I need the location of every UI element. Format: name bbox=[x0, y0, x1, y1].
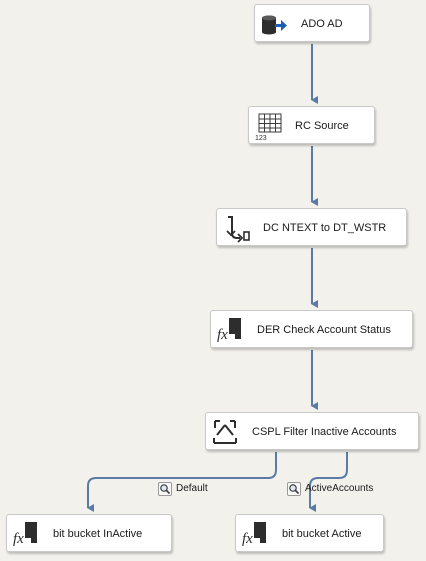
icon-text: fx bbox=[242, 531, 253, 547]
icon-text: fx bbox=[217, 327, 228, 343]
derived-column-icon: fx bbox=[242, 522, 266, 547]
bit-bucket-inactive[interactable]: fx bit bucket InActive bbox=[6, 514, 172, 552]
data-viewer-icon bbox=[158, 482, 172, 496]
ado-ad-source[interactable]: ADO AD bbox=[254, 4, 370, 42]
node-label: DC NTEXT to DT_WSTR bbox=[263, 222, 387, 234]
node-label: RC Source bbox=[295, 120, 349, 132]
node-label: CSPL Filter Inactive Accounts bbox=[252, 426, 397, 438]
data-viewer-icon bbox=[287, 482, 301, 496]
rc-source[interactable]: 123 RC Source bbox=[248, 106, 375, 144]
node-label: bit bucket Active bbox=[282, 528, 362, 540]
der-check-account-status[interactable]: fx DER Check Account Status bbox=[210, 310, 413, 348]
node-label: ADO AD bbox=[301, 18, 343, 30]
data-conversion-icon bbox=[226, 216, 250, 243]
path-label-text: Default bbox=[176, 483, 208, 494]
path-label-text: ActiveAccounts bbox=[305, 483, 374, 494]
path-default[interactable] bbox=[87, 452, 277, 512]
derived-column-icon: fx bbox=[13, 522, 37, 547]
cspl-filter-inactive-accounts[interactable]: CSPL Filter Inactive Accounts bbox=[205, 412, 419, 450]
node-label: bit bucket InActive bbox=[53, 528, 143, 540]
bit-bucket-active[interactable]: fx bit bucket Active bbox=[235, 514, 384, 552]
ado-source-icon bbox=[262, 15, 287, 35]
connectors bbox=[87, 44, 348, 512]
icon-text: fx bbox=[13, 531, 24, 547]
conditional-split-icon bbox=[213, 420, 237, 444]
node-label: DER Check Account Status bbox=[257, 324, 391, 336]
raw-file-source-icon: 123 bbox=[255, 113, 282, 141]
dc-ntext-to-dt-wstr[interactable]: DC NTEXT to DT_WSTR bbox=[216, 208, 407, 246]
path-active-accounts[interactable] bbox=[309, 452, 348, 512]
icon-text: 123 bbox=[255, 135, 267, 141]
derived-column-icon: fx bbox=[217, 318, 241, 343]
